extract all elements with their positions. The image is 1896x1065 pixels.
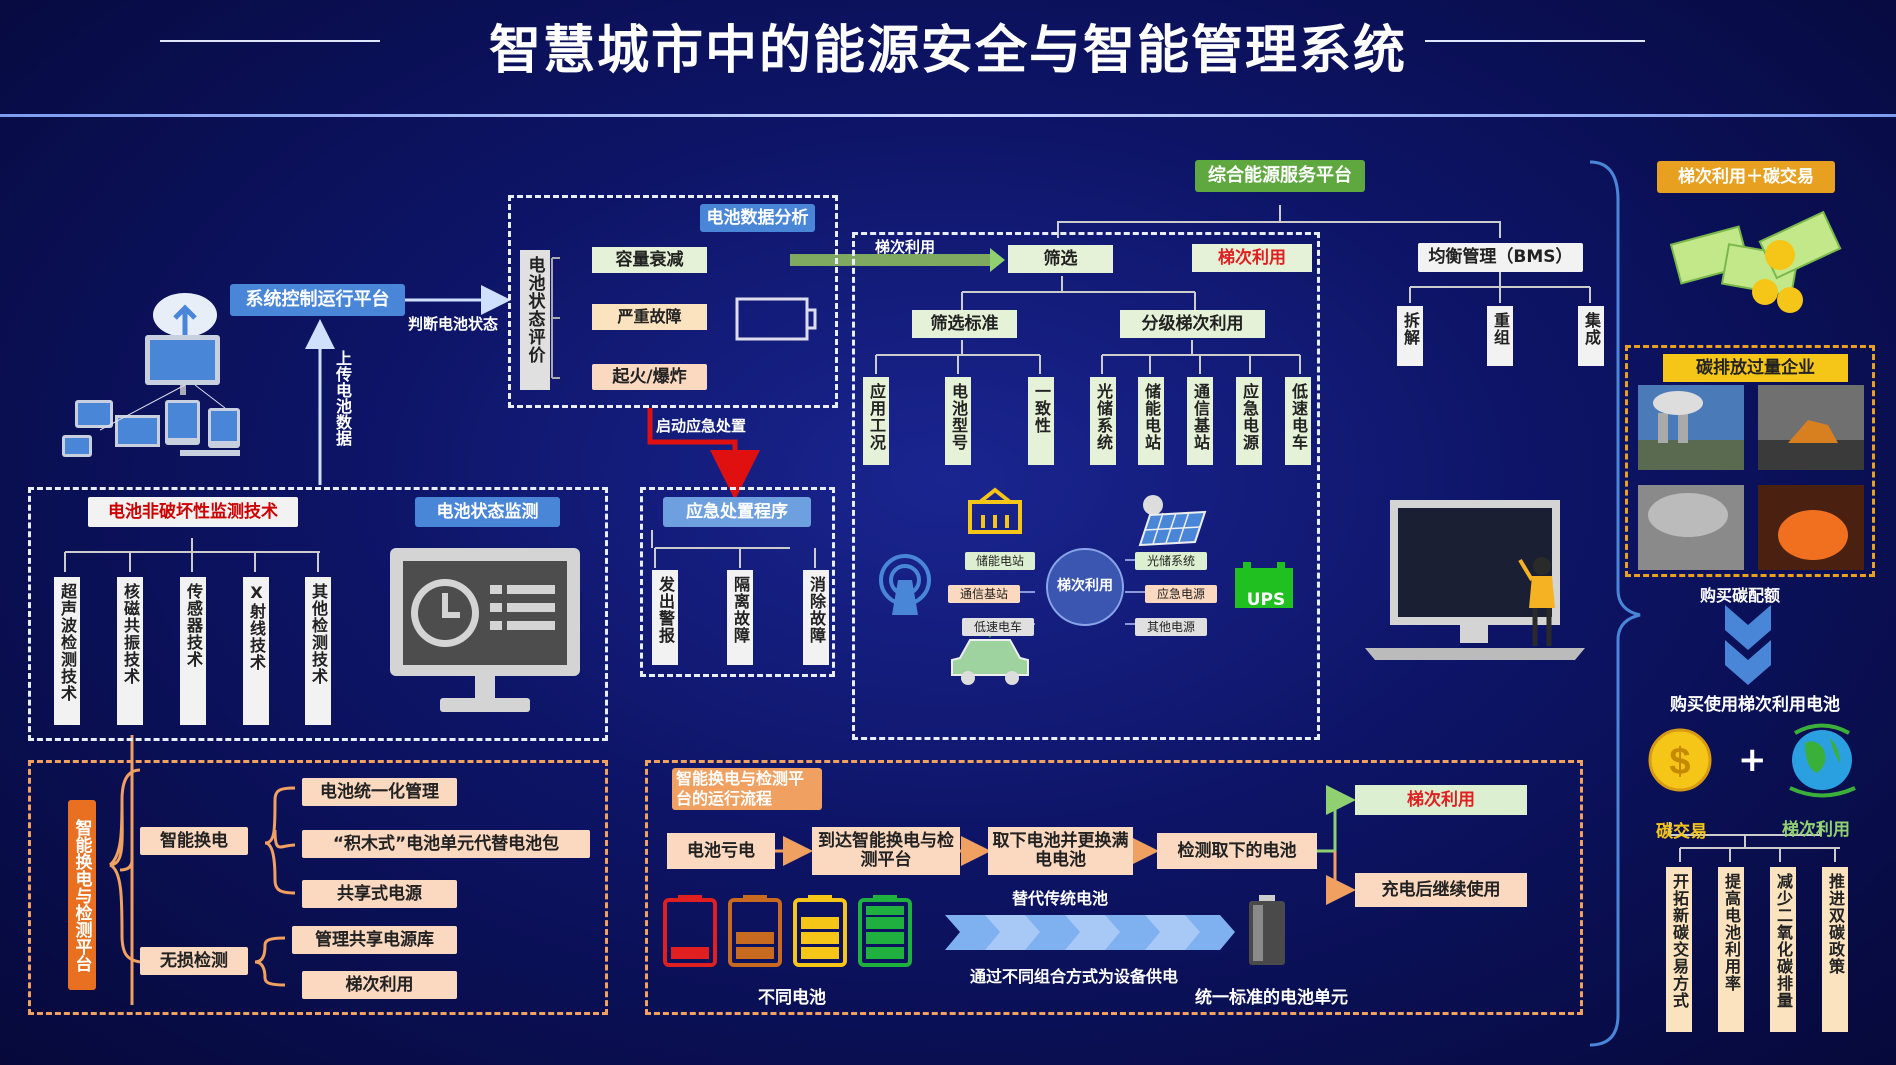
energy-platform-panel: [852, 232, 1320, 740]
flow-step-inspect: 检测取下的电池: [1157, 833, 1317, 869]
result-new-trade: 开拓新碳交易方式: [1666, 867, 1692, 1032]
unified-label: 统一标准的电池单元: [1195, 988, 1348, 1008]
cascade-arrow-label: 梯次利用: [875, 238, 936, 256]
carbon-cascade-label: 梯次利用: [1782, 820, 1850, 840]
std-battery-model: 电池型号: [945, 377, 971, 465]
monitor-clock-icon: [390, 548, 580, 712]
hub-tag-lowspeed: 低速电车: [962, 618, 1034, 636]
buy-battery-label: 购买使用梯次利用电池: [1670, 695, 1840, 715]
hub-tag-emergency: 应急电源: [1145, 585, 1217, 603]
state-monitor-tag: 电池状态监测: [415, 497, 560, 527]
tech-ultrasonic: 超声波检测技术: [54, 577, 80, 725]
screen-standard-box: 筛选标准: [912, 310, 1017, 338]
hub-tag-solar: 光储系统: [1135, 552, 1207, 570]
graded-use-box: 分级梯次利用: [1120, 310, 1265, 338]
branch-nondestructive: 无损检测: [140, 947, 248, 975]
flow-step-low: 电池亏电: [667, 833, 775, 869]
control-platform-tag: 系统控制运行平台: [230, 284, 405, 316]
combo-text: 通过不同组合方式为设备供电: [970, 967, 1179, 986]
flow-step-replace: 取下电池并更换满电电池: [988, 827, 1133, 875]
hub-label: 梯次利用: [1057, 578, 1113, 594]
cascade-box: 梯次利用: [1192, 244, 1312, 272]
carbon-tag: 梯次利用＋碳交易: [1657, 161, 1835, 193]
eval-label: 电池状态评价: [520, 250, 550, 390]
diff-batteries-label: 不同电池: [758, 988, 826, 1008]
tech-xray: X射线技术: [243, 577, 269, 725]
enterprise-tag: 碳排放过量企业: [1663, 354, 1848, 382]
buy-quota-label: 购买碳配额: [1700, 586, 1781, 605]
std-work-condition: 应用工况: [863, 377, 889, 465]
hub-tag-other: 其他电源: [1135, 618, 1207, 636]
replace-text: 替代传统电池: [1012, 889, 1109, 908]
hub-tag-storage: 储能电站: [965, 552, 1035, 570]
nondestructive-tag: 电池非破坏性监测技术: [88, 497, 298, 527]
carbon-trade-label: 碳交易: [1656, 822, 1707, 842]
title-divider: [0, 114, 1896, 117]
unified-battery-illustration: [1249, 895, 1285, 965]
nd-item-library: 管理共享电源库: [292, 926, 457, 954]
presenter-monitor-illustration: [1365, 500, 1585, 660]
emergency-step-clear: 消除故障: [803, 570, 829, 665]
swap-item-block: “积木式”电池单元代替电池包: [302, 830, 590, 858]
result-utilization: 提高电池利用率: [1718, 867, 1744, 1032]
result-co2: 减少二氧化碳排量: [1770, 867, 1796, 1032]
flow-tag: 智能换电与检测平台的运行流程: [672, 768, 822, 810]
graded-lowspeed: 低速电车: [1285, 377, 1311, 465]
flow-panel: [645, 760, 1583, 1015]
battery-set-illustration: [663, 895, 912, 967]
graded-emergency: 应急电源: [1236, 377, 1262, 465]
svg-text:$: $: [1669, 741, 1690, 783]
analysis-item-fault: 严重故障: [592, 304, 707, 330]
upload-data-label: 上传电池数据: [333, 350, 352, 446]
hub-illustration: [879, 487, 1293, 685]
emergency-panel: [640, 487, 835, 677]
energy-platform-tag: 综合能源服务平台: [1195, 160, 1365, 192]
carbon-plus: +: [1738, 740, 1767, 780]
nd-item-cascade: 梯次利用: [302, 971, 457, 999]
bms-integrate: 集成: [1578, 306, 1604, 366]
devices-illustration: [62, 293, 240, 457]
hub-tag-base: 通信基站: [948, 585, 1020, 603]
analysis-item-capacity: 容量衰减: [592, 247, 707, 273]
tech-sensor: 传感器技术: [180, 577, 206, 725]
enterprise-panel: [1625, 345, 1875, 577]
branch-swap: 智能换电: [140, 827, 248, 855]
tech-nmr: 核磁共振技术: [117, 577, 143, 725]
nondestructive-panel: [28, 487, 608, 741]
graded-storage: 储能电站: [1138, 377, 1164, 465]
bms-regroup: 重组: [1487, 306, 1513, 366]
battery-outline-icon: [735, 297, 817, 341]
page-title: 智慧城市中的能源安全与智能管理系统: [488, 21, 1407, 81]
bms-box: 均衡管理（BMS）: [1418, 243, 1583, 272]
swap-platform-panel: [28, 760, 608, 1015]
bms-disassemble: 拆解: [1397, 306, 1423, 366]
emergency-step-alarm: 发出警报: [652, 570, 678, 665]
money-illustration: [1669, 210, 1842, 313]
judge-state-label: 判断电池状态: [408, 315, 499, 333]
flow-outcome-cascade: 梯次利用: [1355, 785, 1527, 815]
emergency-step-isolate: 隔离故障: [727, 570, 753, 665]
analysis-tag: 电池数据分析: [700, 204, 815, 232]
coin-globe-illustration: $: [1648, 723, 1856, 798]
factory-photos: [1638, 385, 1864, 570]
swap-vertical-label: 智能换电与检测平台: [68, 800, 96, 990]
flow-outcome-recharge: 充电后继续使用: [1355, 873, 1527, 907]
swap-item-unified: 电池统一化管理: [302, 778, 457, 806]
result-policy: 推进双碳政策: [1822, 867, 1848, 1032]
ups-label: UPS: [1246, 590, 1286, 610]
std-consistency: 一致性: [1028, 377, 1054, 465]
emergency-tag: 应急处置程序: [663, 497, 811, 527]
title-line-right: [1425, 40, 1645, 42]
analysis-item-fire: 起火/爆炸: [592, 364, 707, 390]
graded-solar: 光储系统: [1090, 377, 1116, 465]
analysis-panel: [508, 195, 838, 408]
graded-base-station: 通信基站: [1187, 377, 1213, 465]
title-line-left: [160, 40, 380, 42]
screen-box: 筛选: [1008, 245, 1113, 273]
swap-item-shared: 共享式电源: [302, 880, 457, 908]
emergency-arrow-label: 启动应急处置: [656, 417, 747, 435]
tech-other: 其他检测技术: [305, 577, 331, 725]
flow-step-arrive: 到达智能换电与检测平台: [812, 827, 960, 875]
